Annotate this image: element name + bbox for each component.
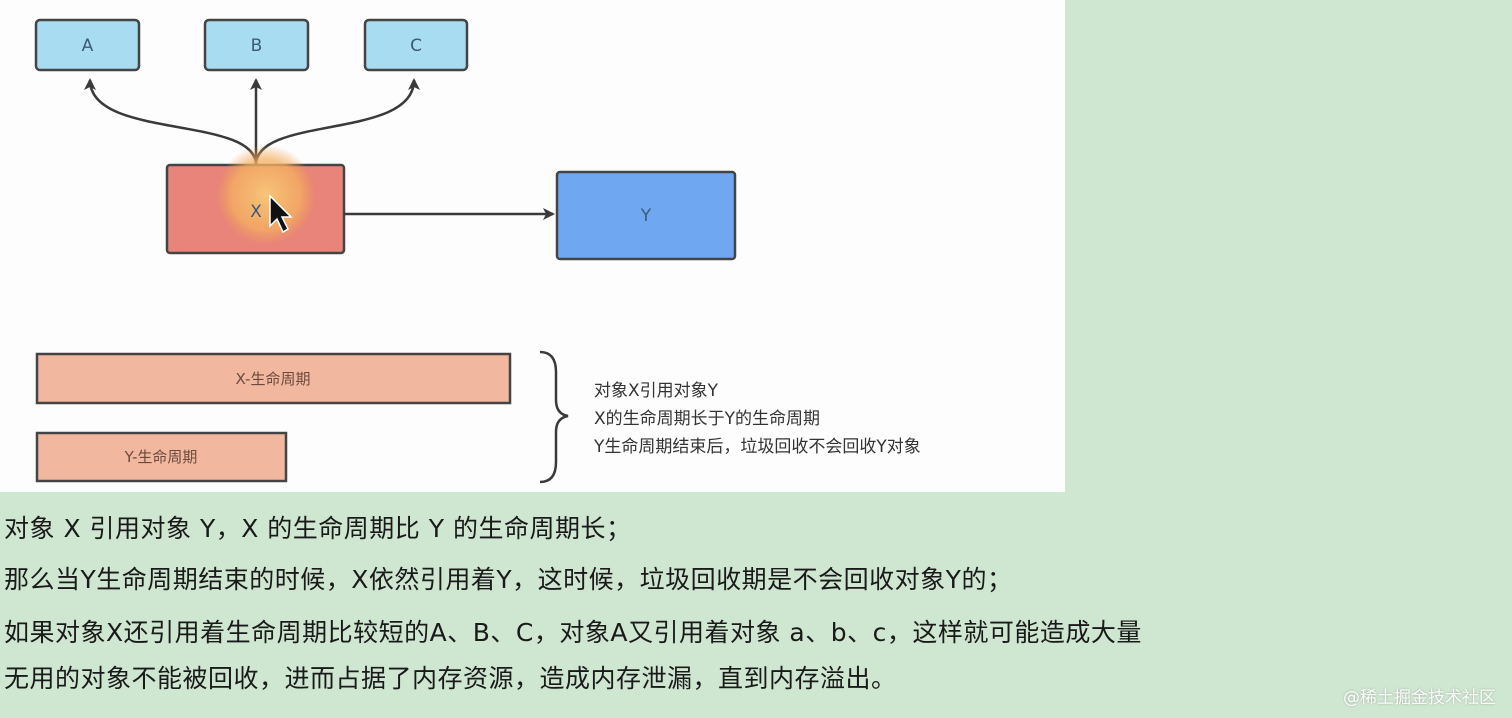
node-a: A — [34, 18, 141, 72]
explanation-text: 对象 X 引用对象 Y，X 的生命周期比 Y 的生命周期长； 那么当Y生命周期结… — [4, 506, 1508, 702]
node-x-label: X — [250, 202, 262, 222]
node-y-label: Y — [640, 206, 652, 226]
mouse-pointer-icon — [269, 194, 293, 234]
explanation-line-2: 那么当Y生命周期结束的时候，X依然引用着Y，这时候，垃圾回收期是不会回收对象Y的… — [4, 565, 1013, 594]
diagram-panel: A B C X Y X-生命周期 — [0, 0, 1065, 492]
note-line-3: Y生命周期结束后，垃圾回收不会回收Y对象 — [593, 437, 921, 457]
node-a-label: A — [82, 36, 94, 56]
arrow-x-to-a — [84, 78, 258, 166]
right-brace — [539, 350, 569, 484]
explanation-line-4: 无用的对象不能被回收，进而占据了内存资源，造成内存泄漏，直到内存溢出。 — [4, 664, 897, 693]
reference-diagram: A B C X Y X-生命周期 — [34, 18, 921, 484]
note-line-2: X的生命周期长于Y的生命周期 — [594, 409, 820, 429]
node-c: C — [363, 18, 469, 72]
explanation-line-1: 对象 X 引用对象 Y，X 的生命周期比 Y 的生命周期长； — [4, 514, 632, 543]
y-lifecycle-label: Y-生命周期 — [124, 448, 198, 466]
node-c-label: C — [410, 36, 422, 56]
node-b: B — [203, 18, 310, 72]
cursor-highlight — [216, 145, 316, 245]
node-b-label: B — [251, 36, 263, 56]
x-lifecycle-bar: X-生命周期 — [35, 352, 512, 405]
node-y: Y — [555, 170, 737, 261]
y-lifecycle-bar: Y-生命周期 — [35, 431, 288, 483]
watermark: @稀土掘金技术社区 — [1343, 688, 1496, 708]
note-line-1: 对象X引用对象Y — [594, 381, 719, 401]
explanation-line-3: 如果对象X还引用着生命周期比较短的A、B、C，对象A又引用着对象 a、b、c，这… — [4, 618, 1142, 647]
x-lifecycle-label: X-生命周期 — [236, 370, 311, 388]
node-x: X — [165, 145, 346, 255]
